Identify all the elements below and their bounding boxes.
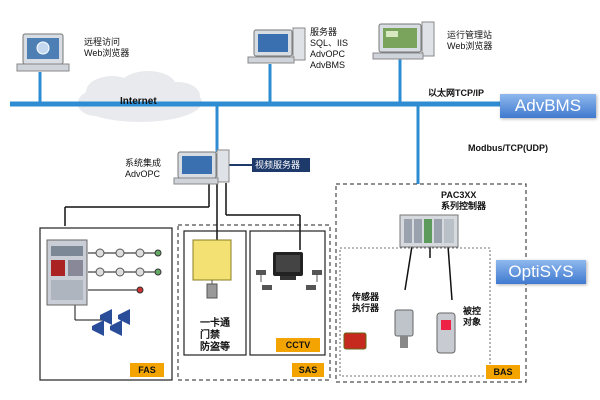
remote-access-label: 远程访问 Web浏览器 bbox=[84, 37, 130, 58]
sensor-actuator-icon bbox=[343, 309, 414, 350]
cctv-monitor-icon bbox=[273, 252, 303, 280]
integration-computer-icon bbox=[173, 149, 230, 185]
remote-computer-icon bbox=[16, 33, 70, 72]
alarm-horns-icon bbox=[92, 309, 130, 336]
pac-controller-icon bbox=[399, 214, 459, 248]
fas-tag: FAS bbox=[130, 363, 164, 377]
advbms-banner: AdvBMS bbox=[500, 94, 596, 118]
video-server-label: 视频服务器 bbox=[255, 160, 301, 170]
cctv-tag: CCTV bbox=[276, 338, 320, 352]
controlled-object-label: 被控 对象 bbox=[463, 306, 482, 327]
management-computer-icon bbox=[372, 21, 435, 60]
fas-frame bbox=[39, 227, 173, 381]
access-frame bbox=[183, 230, 247, 356]
server-label: 服务器 SQL、IIS AdvOPC AdvBMS bbox=[310, 27, 349, 70]
sas-tag: SAS bbox=[292, 363, 324, 377]
cameras-icon bbox=[256, 270, 322, 290]
video-server-box bbox=[252, 158, 310, 172]
fire-alarm-panel-icon bbox=[46, 239, 88, 306]
controlled-object-icon bbox=[436, 312, 456, 354]
fire-detectors-icon bbox=[95, 248, 162, 294]
management-station-label: 运行管理站 Web浏览器 bbox=[447, 30, 493, 51]
ethernet-label: 以太网TCP/IP bbox=[428, 88, 485, 98]
cctv-frame bbox=[249, 230, 326, 356]
bas-inner-frame bbox=[339, 247, 491, 377]
server-computer-icon bbox=[247, 27, 306, 64]
bas-tag: BAS bbox=[486, 365, 520, 379]
optisys-banner: OptiSYS bbox=[496, 260, 586, 284]
integration-label: 系统集成 AdvOPC bbox=[125, 158, 162, 179]
internet-label: Internet bbox=[120, 96, 157, 107]
pac-label: PAC3XX 系列控制器 bbox=[441, 190, 487, 211]
access-control-label: 一卡通 门禁 防盗等 bbox=[200, 318, 230, 353]
access-control-box-icon bbox=[192, 239, 232, 299]
modbus-label: Modbus/TCP(UDP) bbox=[468, 143, 548, 153]
sensor-actuator-label: 传感器 执行器 bbox=[352, 292, 380, 313]
